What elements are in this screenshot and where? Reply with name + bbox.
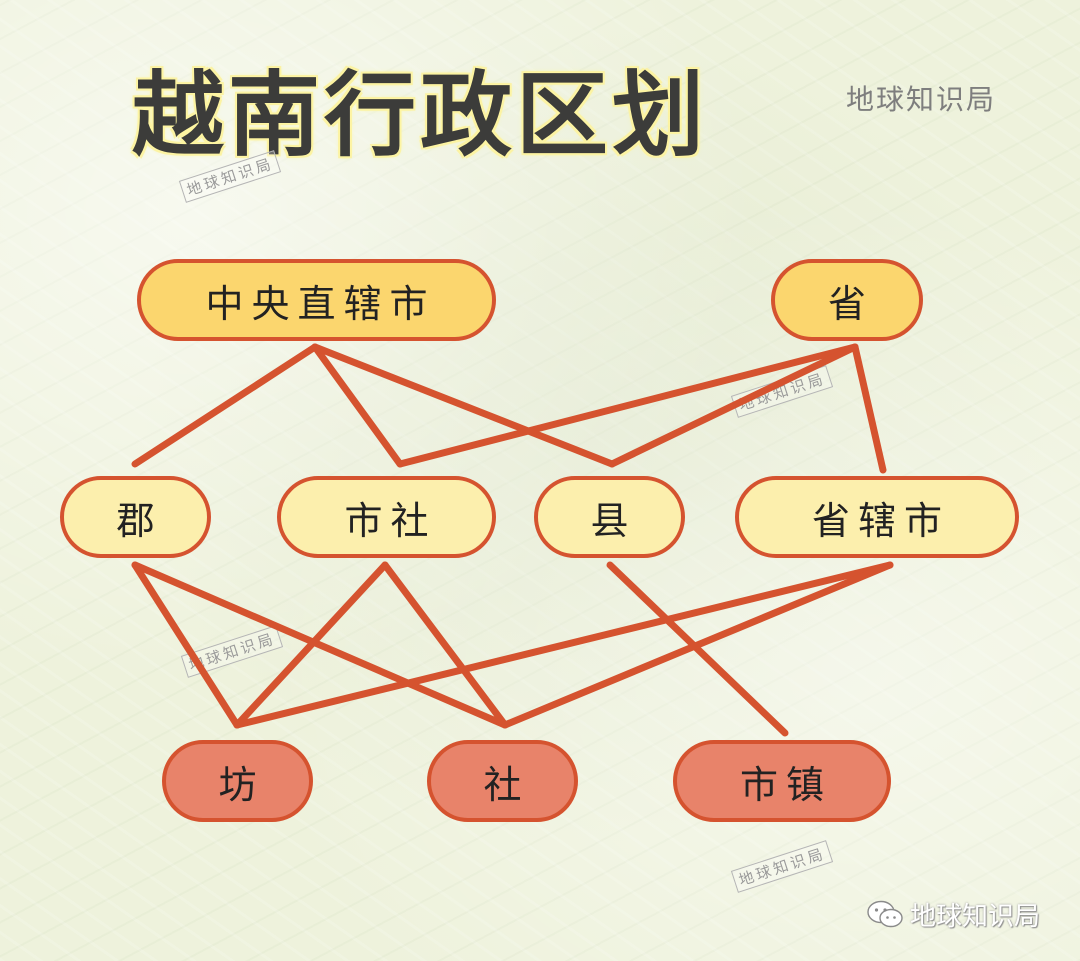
node-label: 省辖市 — [811, 498, 950, 543]
node-commune: 社 — [427, 740, 578, 822]
node-town: 市社 — [277, 476, 496, 558]
node-label: 郡 — [116, 498, 163, 543]
diagram-title: 越南行政区划 — [132, 62, 709, 169]
node-label: 中央直辖市 — [205, 281, 436, 326]
link-county-township — [606, 561, 789, 737]
link-province-town — [396, 343, 859, 468]
node-label: 县 — [590, 498, 637, 543]
link-provincial_city-ward — [233, 561, 894, 729]
wechat-brand-label: 地球知识局 — [910, 901, 1041, 932]
node-label: 省 — [827, 281, 874, 326]
node-label: 社 — [483, 762, 530, 807]
link-town-commune — [381, 561, 509, 729]
link-district-ward — [131, 561, 241, 729]
node-label: 市社 — [344, 498, 437, 543]
node-provincial-city: 省辖市 — [735, 476, 1019, 558]
node-district: 郡 — [60, 476, 211, 558]
wechat-brand: 地球知识局 — [866, 896, 1040, 932]
link-province-county — [608, 343, 859, 468]
link-provincial_city-commune — [501, 561, 894, 729]
wechat-icon — [867, 900, 903, 928]
link-province-provincial_city — [851, 343, 887, 474]
node-ward: 坊 — [162, 740, 313, 822]
node-label: 坊 — [218, 762, 265, 807]
node-central-municipality: 中央直辖市 — [137, 259, 496, 341]
node-label: 市镇 — [739, 762, 832, 807]
link-municipality-district — [131, 343, 319, 468]
link-town-ward — [233, 561, 389, 729]
brand-label: 地球知识局 — [846, 83, 997, 116]
link-district-commune — [131, 561, 509, 729]
link-municipality-county — [311, 343, 616, 468]
node-county: 县 — [534, 476, 685, 558]
link-municipality-town — [311, 343, 404, 468]
node-province: 省 — [771, 259, 923, 341]
node-township: 市镇 — [673, 740, 891, 822]
